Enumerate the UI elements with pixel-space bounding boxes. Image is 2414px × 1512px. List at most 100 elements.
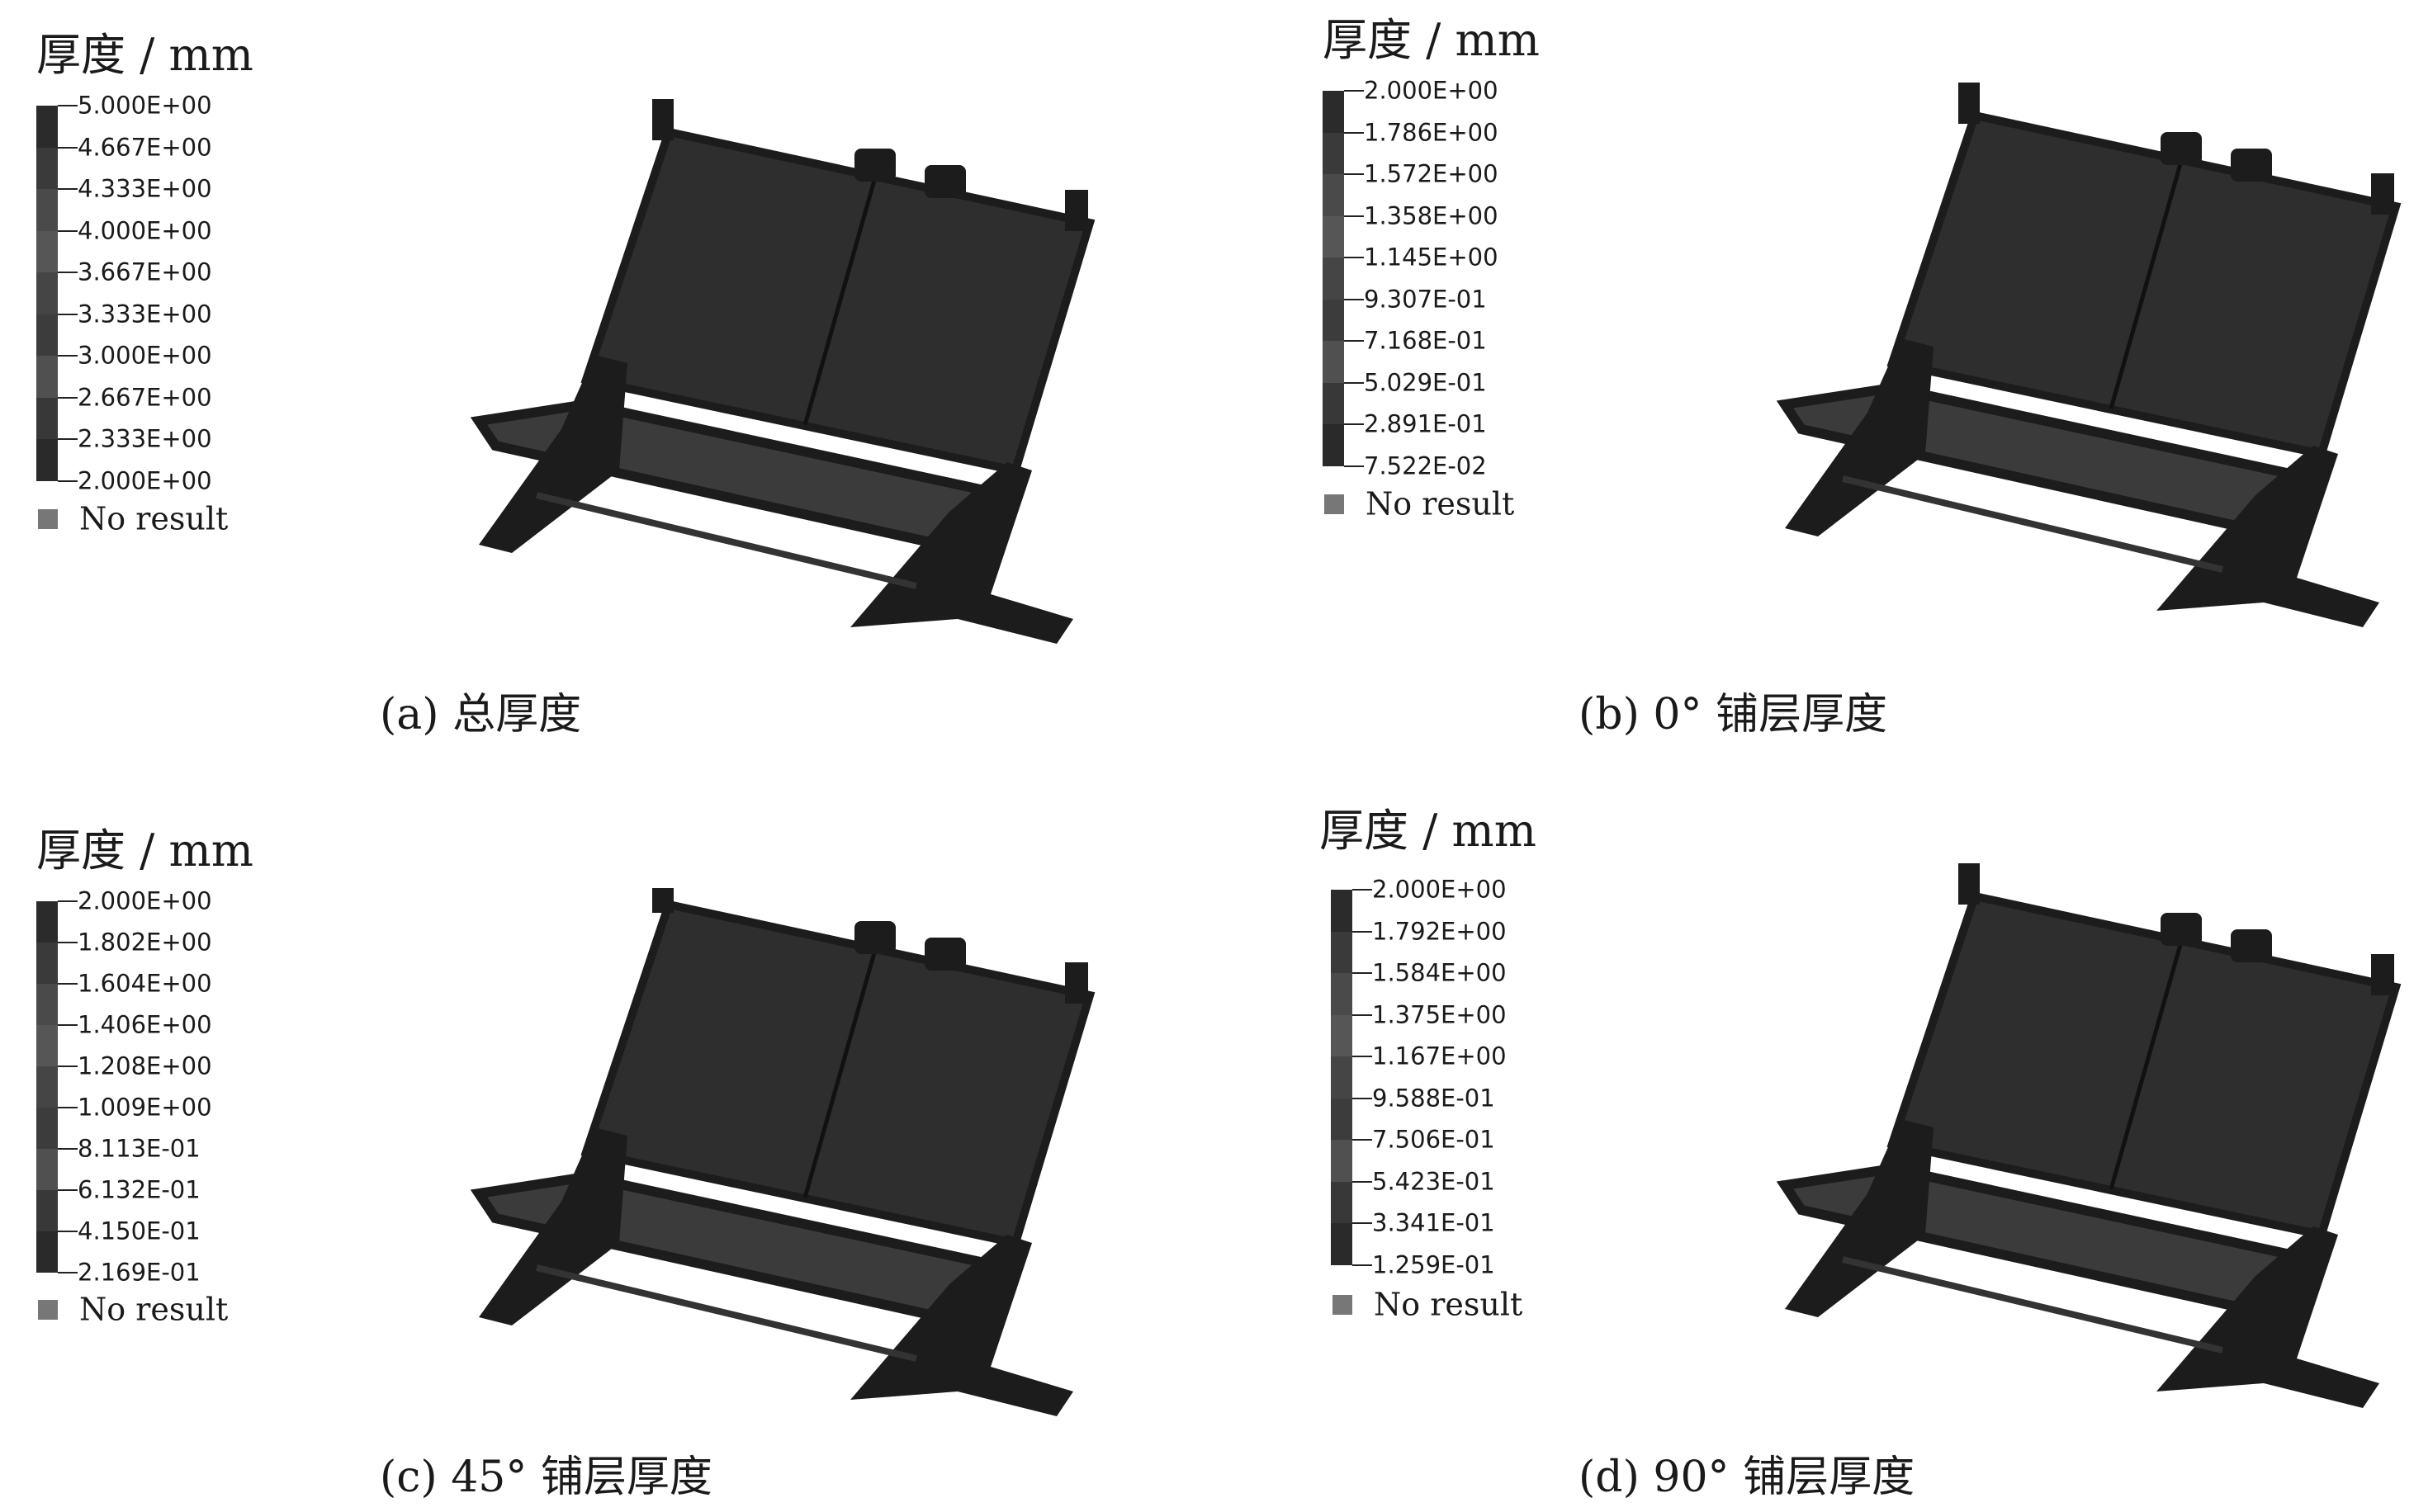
backrest-tab [1065, 962, 1088, 1004]
legend-tick [1352, 1097, 1372, 1099]
legend-tick-label: 1.259E-01 [1372, 1250, 1495, 1278]
legend-tick-label: 2.000E+00 [78, 886, 212, 915]
legend-color-band [36, 314, 58, 356]
legend-tick-label: 1.145E+00 [1364, 243, 1498, 272]
legend-tick-label: 9.588E-01 [1372, 1084, 1495, 1112]
no-result-legend: No result [1332, 1286, 1522, 1321]
no-result-swatch [1324, 494, 1344, 514]
legend-tick-label: 1.167E+00 [1372, 1042, 1507, 1070]
legend-color-band [36, 1066, 58, 1108]
backrest-tab [854, 921, 896, 954]
legend-color-band [1323, 174, 1344, 216]
legend-tick-label: 1.792E+00 [1372, 917, 1507, 945]
backrest-tab [1958, 863, 1980, 905]
backrest-tab [1958, 83, 1980, 124]
legend-color-band [36, 901, 58, 943]
legend-color-band [36, 1190, 58, 1231]
legend-tick [1344, 173, 1364, 175]
no-result-label: No result [79, 500, 229, 537]
side-frame-right [850, 462, 1073, 644]
legend-color-band [1331, 973, 1352, 1015]
legend-tick [1352, 1014, 1372, 1016]
seat-crossbar [1842, 1256, 2223, 1354]
legend-tick-label: 3.000E+00 [78, 341, 212, 370]
legend-tick [1352, 1139, 1372, 1141]
backrest-tab [2371, 173, 2394, 215]
legend-title: 厚度 / mm [36, 825, 253, 876]
backrest-tab [2231, 929, 2272, 962]
no-result-legend: No result [38, 500, 228, 535]
legend-tick-label: 3.341E-01 [1372, 1208, 1495, 1237]
no-result-legend: No result [1324, 485, 1514, 520]
legend-tick-label: 1.584E+00 [1372, 958, 1507, 987]
backrest-tab [925, 165, 966, 198]
legend-tick-label: 4.150E-01 [78, 1217, 201, 1245]
legend-tick [1352, 1056, 1372, 1057]
legend-tick [58, 900, 78, 902]
legend-tick [58, 188, 78, 190]
legend-tick-label: 3.667E+00 [78, 258, 212, 286]
legend-color-band [36, 1025, 58, 1066]
legend-color-bar [1331, 890, 1352, 1265]
backrest-tab [2161, 913, 2202, 946]
backrest-tab [854, 149, 896, 182]
backrest-tab [2161, 132, 2202, 165]
backrest-tab [652, 99, 674, 140]
legend-tick [58, 313, 78, 315]
legend-color-band [1331, 1014, 1352, 1056]
side-frame-right [2156, 446, 2379, 627]
legend-tick [58, 1024, 78, 1026]
backrest-divider [2109, 941, 2184, 1190]
legend-color-band [1331, 1098, 1352, 1140]
legend-tick-label: 1.572E+00 [1364, 159, 1498, 188]
caption: (c) 45° 铺层厚度 [380, 1453, 712, 1502]
legend-color-band [1331, 1181, 1352, 1223]
legend-tick-label: 2.000E+00 [1364, 76, 1498, 105]
legend-tick-label: 4.333E+00 [78, 174, 212, 203]
legend-tick [1344, 257, 1364, 258]
legend-tick [1344, 215, 1364, 217]
no-result-label: No result [79, 1291, 229, 1328]
seat-model-render [1776, 83, 2402, 627]
legend-tick-label: 4.667E+00 [78, 133, 212, 161]
legend-tick-label: 5.000E+00 [78, 91, 212, 120]
backrest-divider [802, 177, 878, 426]
legend-color-bar [36, 106, 58, 481]
legend-color-band [36, 189, 58, 231]
legend-color-band [36, 272, 58, 314]
legend-tick [1352, 972, 1372, 974]
legend-color-band [36, 1108, 58, 1149]
legend-tick-label: 1.208E+00 [78, 1051, 212, 1080]
backrest-tab [2231, 149, 2272, 182]
legend-tick-label: 2.000E+00 [78, 466, 212, 494]
legend-tick [58, 1107, 78, 1108]
legend-tick [1352, 930, 1372, 933]
caption: (b) 0° 铺层厚度 [1579, 690, 1888, 739]
legend-tick-label: 1.786E+00 [1364, 118, 1498, 146]
legend-color-band [1331, 931, 1352, 973]
seat-crossbar [536, 1264, 917, 1362]
legend-tick [58, 1148, 78, 1150]
legend-tick-label: 2.000E+00 [1372, 875, 1507, 904]
side-frame-left [1785, 338, 1934, 536]
side-frame-right [850, 1235, 1073, 1416]
legend-color-band [1323, 258, 1344, 300]
seat-model-render [470, 99, 1096, 644]
legend-color-band [1323, 299, 1344, 341]
legend-color-band [1331, 1140, 1352, 1182]
legend-tick-label: 9.307E-01 [1364, 285, 1487, 313]
legend-title: 厚度 / mm [1323, 14, 1540, 66]
legend-color-bar [36, 901, 58, 1273]
backrest-divider [2109, 160, 2184, 409]
legend-tick [58, 396, 78, 399]
backrest-divider [802, 949, 878, 1198]
legend-color-band [36, 943, 58, 984]
legend-tick-label: 7.168E-01 [1364, 326, 1487, 355]
legend-tick [58, 105, 78, 106]
legend-tick [1352, 1180, 1372, 1183]
